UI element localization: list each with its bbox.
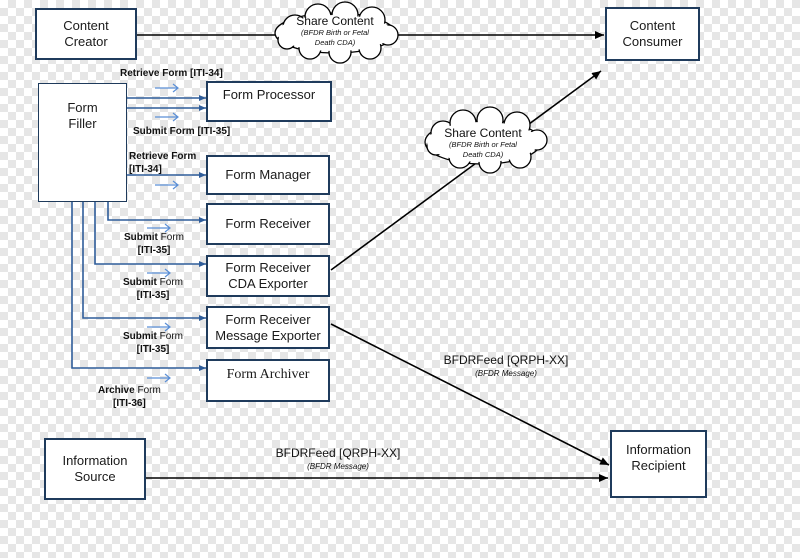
cda-exporter-line-2: CDA Exporter: [228, 276, 308, 291]
content-creator-box: Content Creator: [35, 8, 137, 60]
retrieve-form-text-1: Retrieve Form [ITI-34]: [120, 68, 223, 79]
form-archiver-box: Form Archiver: [206, 359, 330, 402]
bfdr-feed-upper-sub: (BFDR Message): [475, 369, 537, 378]
cda-exporter-box: Form Receiver CDA Exporter: [206, 255, 330, 297]
cloud-middle-title: Share Content: [444, 126, 522, 140]
form-filler-line-1: Form: [67, 100, 98, 115]
submit-form-label-3: Submit Form [ITI-35]: [123, 276, 183, 302]
archive-arrow: [147, 373, 171, 383]
form-receiver-label: Form Receiver: [225, 216, 311, 231]
retrieve-form-label-1: Retrieve Form [ITI-34]: [120, 67, 223, 80]
information-source-line-1: Information: [62, 453, 128, 468]
form-archiver-label: Form Archiver: [226, 367, 310, 382]
archive-form-text-c: [ITI-36]: [113, 398, 146, 409]
cloud-middle: Share Content (BFDR Birth or Fetal Death…: [428, 126, 538, 160]
message-exporter-line-1: Form Receiver: [225, 311, 311, 327]
form-processor-box: Form Processor: [206, 81, 332, 122]
submit-form-text-2a: Submit: [124, 232, 158, 243]
submit-form-text-3c: [ITI-35]: [136, 290, 170, 301]
cloud-middle-sub-1: (BFDR Birth or Fetal: [449, 140, 517, 149]
submit-form-text-4c: [ITI-35]: [136, 344, 170, 355]
bfdr-feed-lower-title: BFDRFeed [QRPH-XX]: [275, 446, 401, 460]
filler-to-receiver-link: [107, 202, 206, 223]
message-exporter-box: Form Receiver Message Exporter: [206, 306, 330, 349]
bfdr-feed-upper-label: BFDRFeed [QRPH-XX] (BFDR Message): [436, 353, 576, 381]
submit-form-text-3a: Submit: [123, 277, 157, 288]
message-exporter-line-2: Message Exporter: [215, 327, 321, 343]
bfdr-feed-upper-title: BFDRFeed [QRPH-XX]: [443, 353, 569, 367]
form-manager-label: Form Manager: [225, 167, 311, 182]
content-creator-line-2: Creator: [64, 34, 108, 49]
filler-to-cda-exporter-link: [94, 202, 206, 267]
submit-form-label-2: Submit Form [ITI-35]: [124, 231, 184, 257]
bfdr-feed-lower-label: BFDRFeed [QRPH-XX] (BFDR Message): [268, 446, 408, 474]
retrieve-form-label-2: Retrieve Form [ITI-34]: [129, 150, 196, 176]
message-exporter-to-recipient-arrow: [330, 323, 610, 466]
submit-form-label-1: Submit Form [ITI-35]: [133, 125, 230, 138]
retrieve-arrow-1: [155, 83, 179, 93]
form-filler-line-2: Filler: [68, 116, 97, 131]
information-source-box: Information Source: [44, 438, 146, 500]
form-filler-box: Form Filler: [38, 83, 127, 202]
submit-form-text-1: Submit Form [ITI-35]: [133, 126, 231, 137]
submit-arrow-3: [147, 268, 171, 278]
submit-form-text-3b: Form: [159, 277, 184, 288]
cloud-top-title: Share Content: [296, 14, 374, 28]
submit-form-text-4a: Submit: [123, 331, 157, 342]
information-recipient-box: Information Recipient: [610, 430, 707, 498]
information-recipient-line-2: Recipient: [631, 458, 686, 473]
retrieve-form-text-2a: Retrieve Form: [129, 151, 197, 162]
information-source-line-2: Source: [74, 469, 116, 484]
information-recipient-line-1: Information: [625, 442, 692, 457]
bfdr-feed-lower-sub: (BFDR Message): [307, 462, 369, 471]
filler-to-archiver-link: [71, 202, 206, 371]
submit-arrow-4: [147, 322, 171, 332]
submit-arrow-2: [147, 223, 171, 233]
cloud-top: Share Content (BFDR Birth or Fetal Death…: [280, 14, 390, 48]
retrieve-form-text-2b: [ITI-34]: [129, 164, 162, 175]
submit-form-text-4b: Form: [159, 331, 184, 342]
form-receiver-box: Form Receiver: [206, 203, 330, 245]
archive-form-label: Archive Form [ITI-36]: [98, 384, 161, 410]
retrieve-arrow-2: [155, 180, 179, 190]
form-manager-box: Form Manager: [206, 155, 330, 195]
content-consumer-box: Content Consumer: [605, 7, 700, 61]
cloud-top-sub-2: Death CDA): [314, 38, 356, 47]
submit-form-label-4: Submit Form [ITI-35]: [123, 330, 183, 356]
archive-form-text-a: Archive: [98, 385, 135, 396]
archive-form-text-b: Form: [137, 385, 161, 396]
submit-form-text-2b: Form: [160, 232, 185, 243]
content-consumer-line-2: Consumer: [622, 34, 683, 49]
submit-arrow-1: [155, 112, 179, 122]
cda-exporter-line-1: Form Receiver: [225, 260, 311, 275]
filler-to-message-exporter-link: [82, 202, 206, 321]
submit-form-text-2c: [ITI-35]: [137, 245, 171, 256]
content-consumer-line-1: Content: [629, 18, 676, 33]
content-creator-line-1: Content: [63, 18, 109, 33]
cda-exporter-to-consumer-arrow: [330, 70, 602, 271]
cloud-top-sub-1: (BFDR Birth or Fetal: [301, 28, 369, 37]
form-processor-label: Form Processor: [222, 87, 316, 102]
cloud-middle-sub-2: Death CDA): [462, 150, 504, 159]
